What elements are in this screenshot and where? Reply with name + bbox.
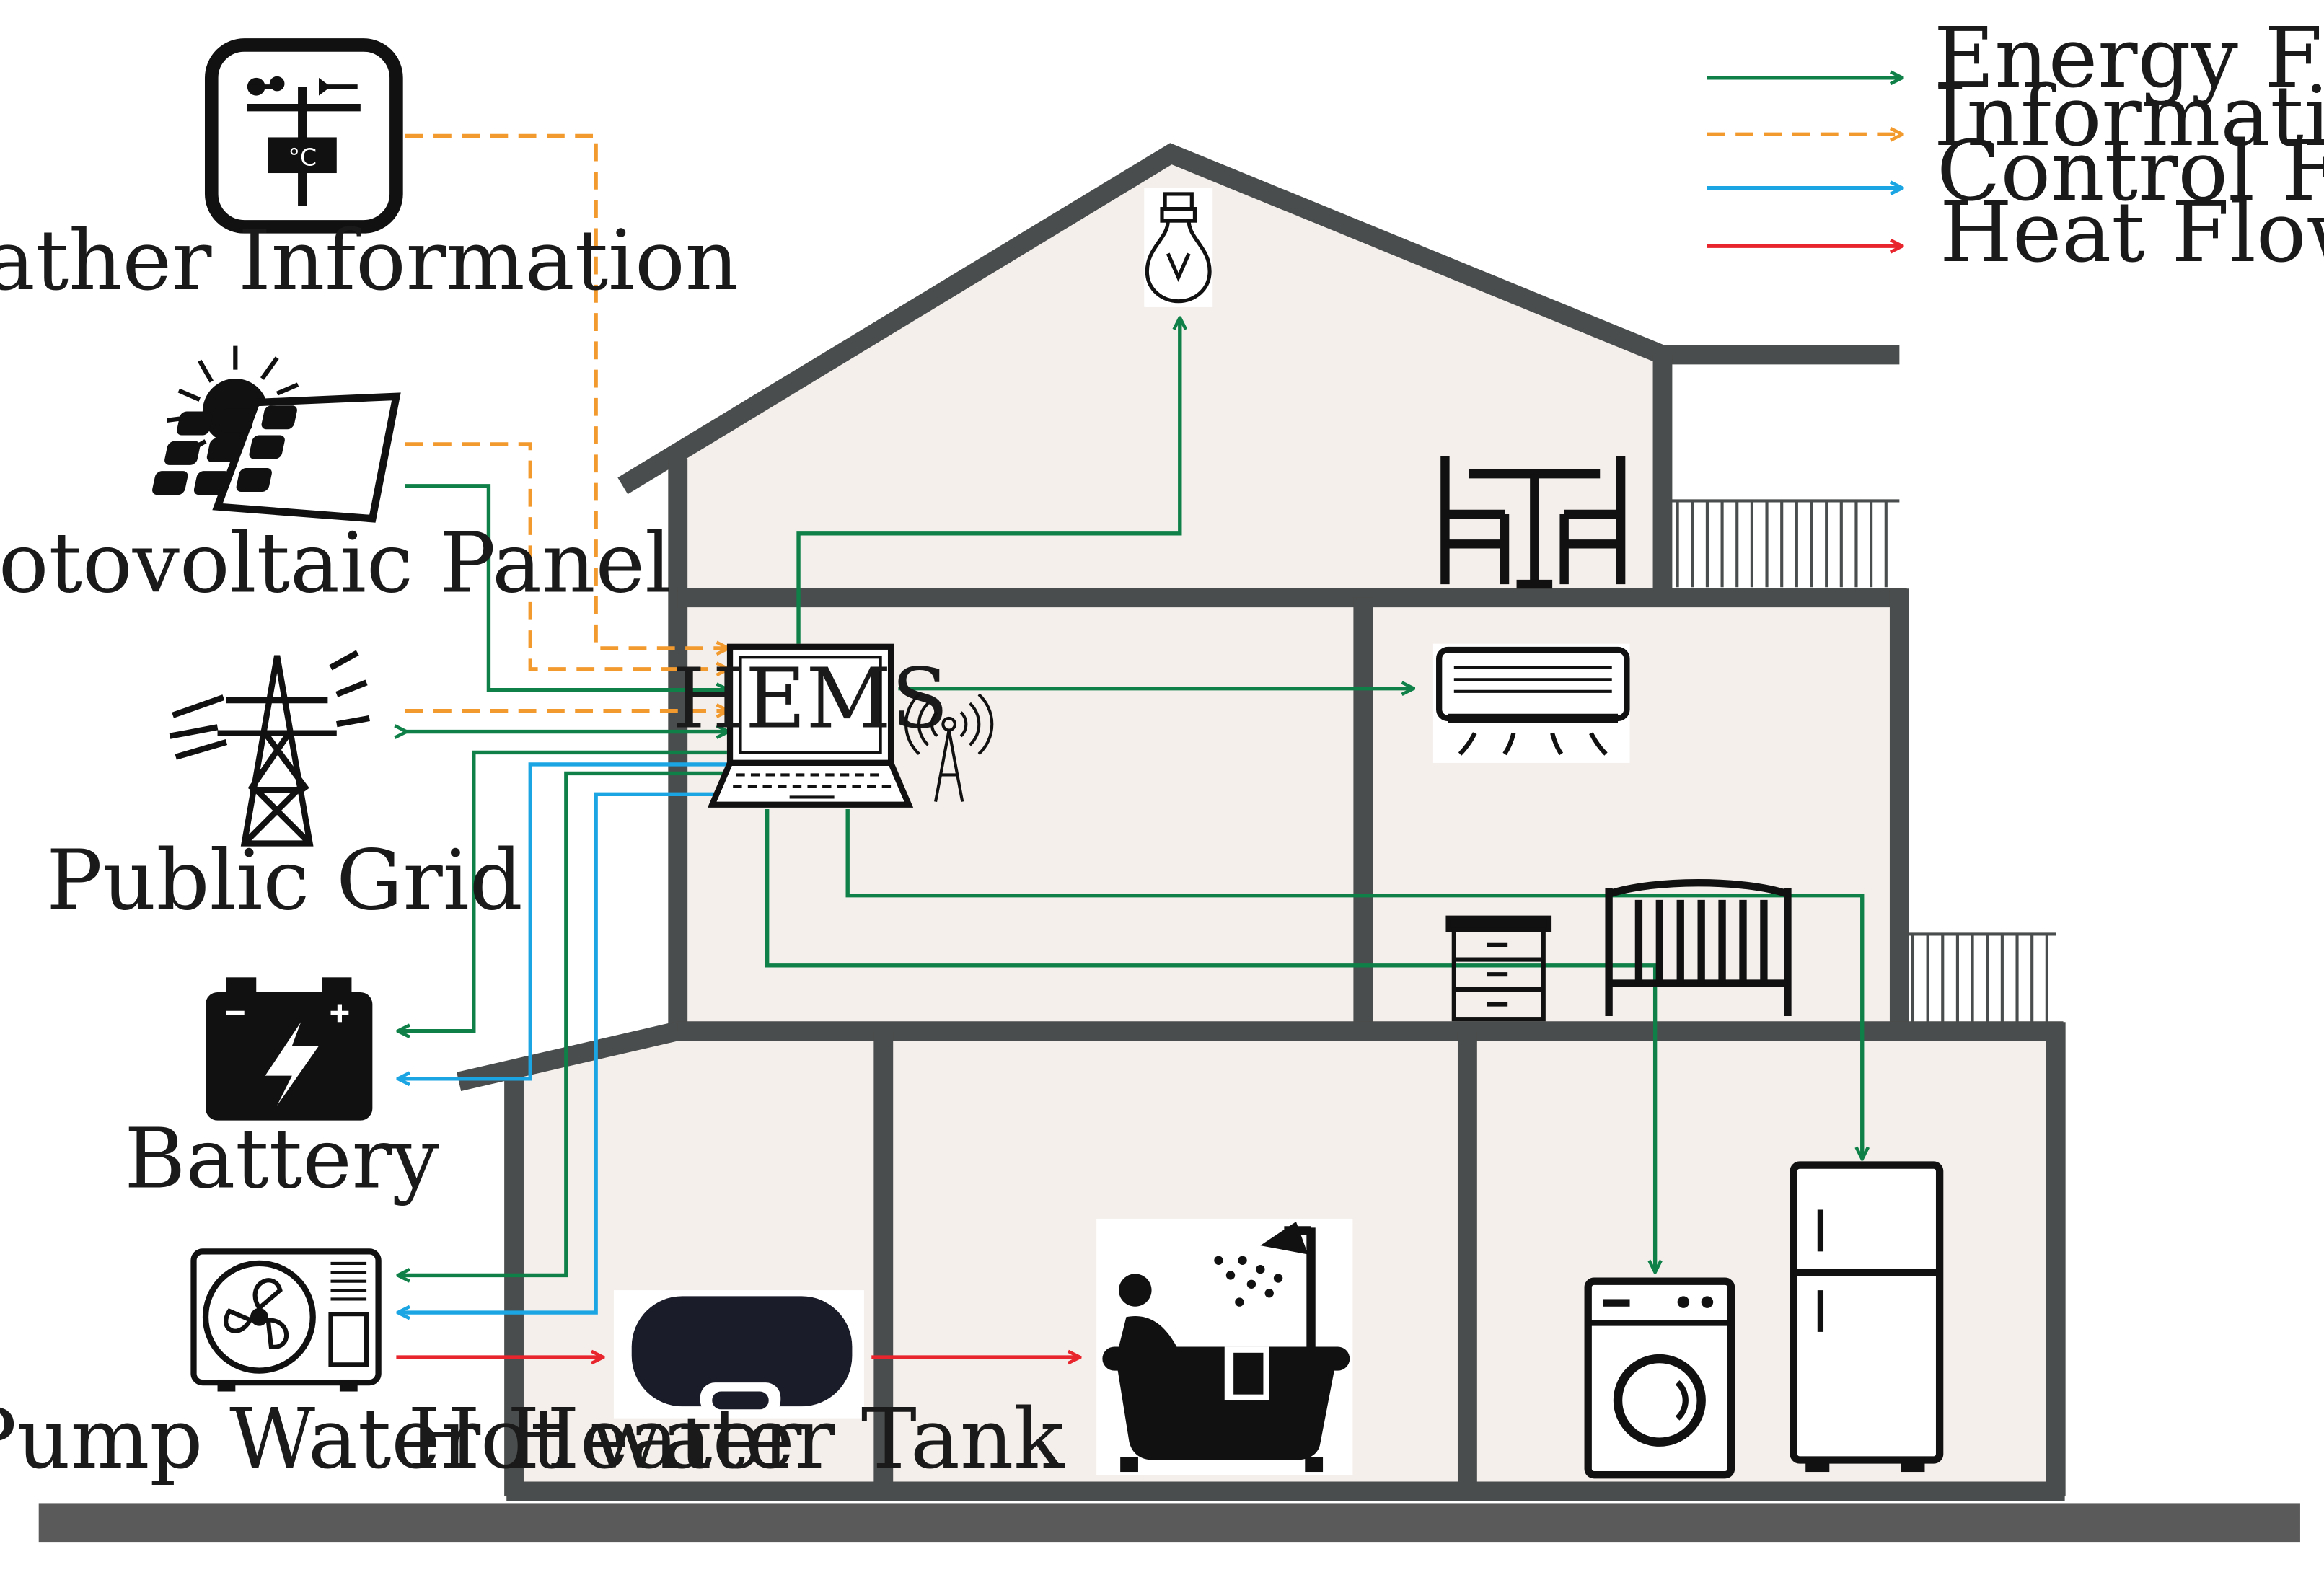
solar-panel-icon: [152, 345, 401, 523]
lower-roof: [457, 1021, 680, 1091]
battery-label: Battery: [124, 1111, 439, 1208]
laptop-icon: [707, 643, 914, 808]
energy-flow-light: [796, 319, 1180, 644]
weather-station-icon: °C: [204, 38, 403, 234]
refrigerator-icon: [1790, 1161, 1944, 1473]
grid-label: Public Grid: [46, 832, 523, 929]
control-flow-battery: [400, 762, 727, 1079]
energy-flow-washer: [765, 808, 1655, 1271]
legend-heat-label: Heat Flow: [1940, 185, 2324, 281]
bed-icon: [1605, 879, 1792, 1017]
legend-info-label: Information Flow: [1934, 69, 2324, 165]
floor1-right-fill: [1467, 1033, 2056, 1493]
power-tower-icon: [169, 650, 370, 847]
flow-lines: [396, 133, 1862, 1357]
air-conditioner-icon: [1432, 643, 1630, 763]
info-flow-weather: [405, 133, 727, 648]
weather-label: Weather Information: [0, 213, 739, 309]
energy-flow-heatpump: [400, 771, 727, 1275]
energy-flow-fridge: [845, 808, 1862, 1157]
thermometer-unit: °C: [288, 144, 317, 172]
tank-label: Hot water Tank: [408, 1391, 1065, 1488]
antenna-icon: [904, 693, 994, 803]
dining-table-icon: [1440, 456, 1626, 589]
attic-fill: [677, 158, 1663, 596]
water-tank-icon: [613, 1290, 864, 1419]
bathtub-icon: [1096, 1218, 1353, 1475]
nightstand-icon: [1445, 915, 1552, 1022]
balcony-railing-lower: [1906, 932, 2056, 1023]
hems-label: HEMS: [672, 650, 948, 747]
legend-energy-label: Energy Flow: [1934, 10, 2324, 107]
balcony-railing-upper: [1671, 499, 1900, 588]
energy-flow-battery: [400, 750, 727, 1031]
battery-icon: [206, 977, 373, 1121]
info-flow-pv: [405, 442, 727, 669]
legend-control-label: Control Flow: [1937, 123, 2324, 220]
light-bulb-icon: [1144, 188, 1213, 307]
washing-machine-icon: [1584, 1277, 1735, 1479]
energy-flow-pv: [405, 484, 727, 690]
control-flow-heatpump: [400, 792, 727, 1312]
ground-strip: [38, 1503, 2300, 1543]
heat-pump-icon: [190, 1248, 382, 1392]
pv-label: Photovoltaic Panel: [0, 515, 672, 612]
roof: [617, 143, 1900, 495]
legend: Energy Flow Information Flow Control Flo…: [1707, 10, 2324, 281]
